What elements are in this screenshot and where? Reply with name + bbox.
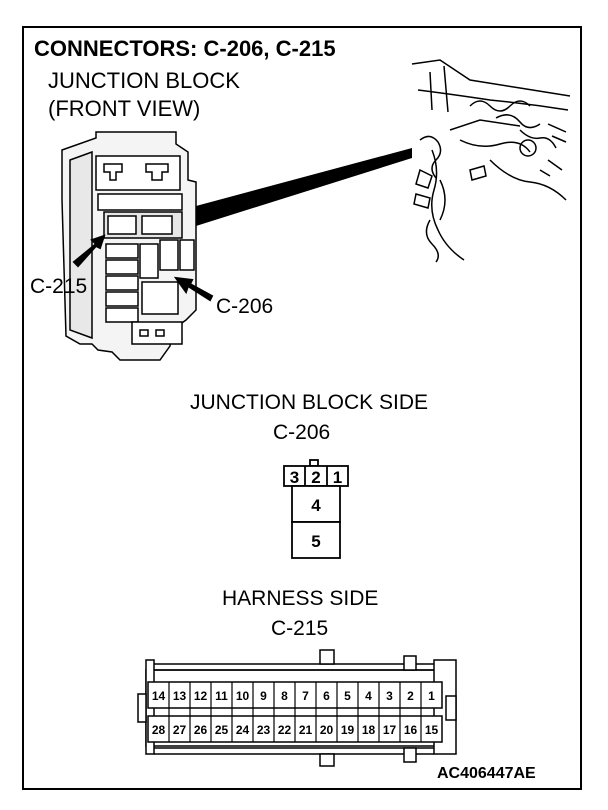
location-leader-wedge (196, 148, 412, 226)
diagram-frame (22, 26, 582, 790)
c215-callout-label: C-215 (30, 275, 88, 298)
c215-pin-28: 28 (152, 723, 166, 737)
c215-pin-25: 25 (215, 723, 229, 737)
junction-block-side-heading: JUNCTION BLOCK SIDE (190, 391, 429, 414)
junction-block-illustration (61, 131, 197, 361)
c215-pin-16: 16 (404, 723, 418, 737)
c215-pin-18: 18 (362, 723, 376, 737)
c215-pin-21: 21 (299, 723, 313, 737)
c215-pin-23: 23 (257, 723, 271, 737)
c215-pin-3: 3 (386, 689, 393, 703)
c206-callout-label: C-206 (216, 295, 274, 318)
c215-pin-11: 11 (215, 689, 228, 703)
c206-pin-4: 4 (311, 496, 321, 515)
c215-connector-face (137, 649, 457, 767)
harness-side-heading: HARNESS SIDE (222, 587, 379, 610)
c206-pin-1: 1 (333, 468, 342, 487)
c215-pin-15: 15 (425, 723, 439, 737)
c215-pin-24: 24 (236, 723, 250, 737)
c215-pin-4: 4 (365, 689, 372, 703)
c215-pin-19: 19 (341, 723, 355, 737)
junction-block-label: JUNCTION BLOCK (48, 68, 240, 93)
c215-pin-17: 17 (383, 723, 397, 737)
c215-pin-8: 8 (281, 689, 288, 703)
c215-pin-2: 2 (407, 689, 414, 703)
c215-pin-12: 12 (194, 689, 208, 703)
c206-connector-face (283, 459, 349, 559)
c215-pin-14: 14 (152, 689, 166, 703)
c215-arrow (72, 234, 106, 268)
c215-pin-9: 9 (260, 689, 267, 703)
c215-pin-10: 10 (236, 689, 250, 703)
dashboard-wiring-illustration (411, 59, 571, 263)
c215-pin-20: 20 (320, 723, 334, 737)
c215-pin-27: 27 (173, 723, 187, 737)
c215-pin-1: 1 (428, 689, 435, 703)
front-view-label: (FRONT VIEW) (48, 96, 201, 121)
diagram-title: CONNECTORS: C-206, C-215 (34, 36, 336, 61)
figure-code: AC406447AE (437, 765, 536, 782)
c215-connector-label: C-215 (271, 617, 329, 640)
c215-pin-22: 22 (278, 723, 292, 737)
c206-arrow (173, 276, 214, 302)
c215-cell-grid (168, 682, 422, 742)
c206-connector-label: C-206 (273, 421, 331, 444)
c206-pin-5: 5 (311, 532, 320, 551)
c215-pin-26: 26 (194, 723, 208, 737)
c215-pin-13: 13 (173, 689, 187, 703)
c215-pin-6: 6 (323, 689, 330, 703)
c215-pin-5: 5 (344, 689, 351, 703)
c215-pin-7: 7 (302, 689, 309, 703)
c206-pin-3: 3 (290, 468, 299, 487)
c206-pin-2: 2 (311, 468, 320, 487)
